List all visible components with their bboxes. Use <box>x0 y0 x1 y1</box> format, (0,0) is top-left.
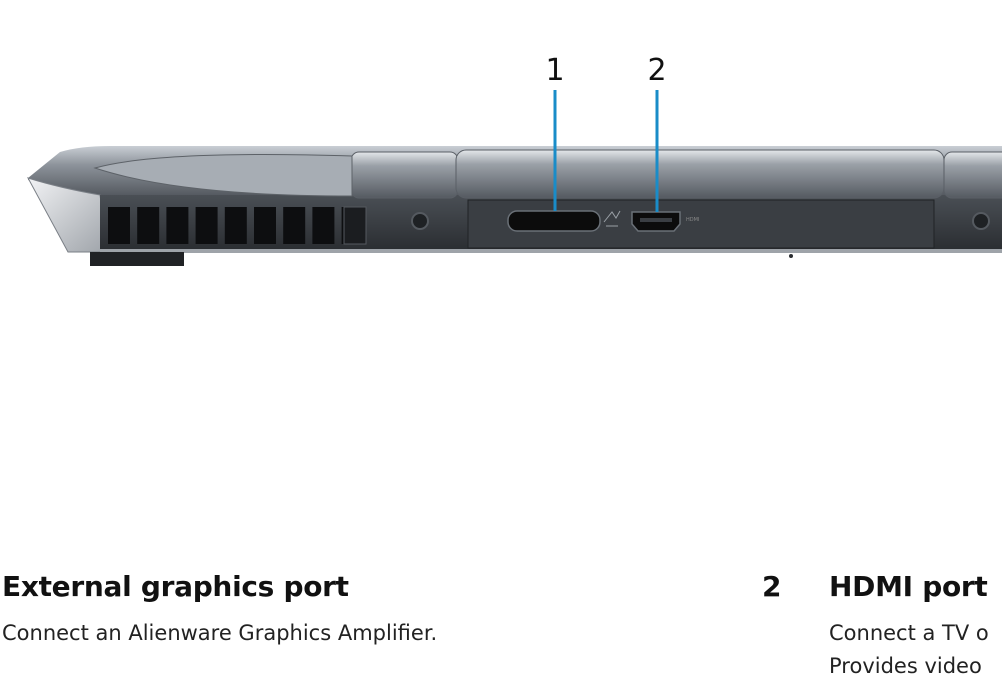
graphics-port-logo-icon <box>603 210 621 227</box>
item-2-number: 2 <box>762 570 782 603</box>
chassis-bottom-edge <box>100 249 1002 253</box>
vent-fin-grille <box>343 206 367 245</box>
vent-slot <box>283 207 306 244</box>
exhaust-vents <box>108 206 367 245</box>
callout-number-2: 2 <box>647 53 666 88</box>
status-dot <box>789 254 793 258</box>
item-1-title: External graphics port <box>2 570 349 603</box>
vent-slot <box>254 207 276 244</box>
item-2-title: HDMI port <box>829 570 988 603</box>
hinge-center <box>455 149 945 199</box>
external-graphics-port <box>507 210 601 232</box>
vent-slot <box>137 207 160 244</box>
item-2-description-line-2: Provides video <box>829 654 982 678</box>
vent-slot <box>108 207 130 244</box>
lid-front-curve <box>93 154 353 197</box>
screw-left <box>411 212 429 230</box>
hinge-left <box>350 151 459 199</box>
vent-slot <box>312 207 335 244</box>
laptop-rear-view-illustration: HDMI 1 2 <box>26 53 1002 266</box>
vent-slot <box>166 207 189 244</box>
item-2-description-line-1: Connect a TV o <box>829 621 989 645</box>
callout-number-1: 1 <box>545 53 564 88</box>
vent-slot <box>195 207 218 244</box>
hdmi-port-marking: HDMI <box>686 217 699 223</box>
item-1-description: Connect an Alienware Graphics Amplifier. <box>2 621 438 645</box>
rubber-foot <box>90 252 184 266</box>
hinge-right <box>943 151 1002 199</box>
screw-right <box>972 212 990 230</box>
vent-slot <box>224 207 247 244</box>
